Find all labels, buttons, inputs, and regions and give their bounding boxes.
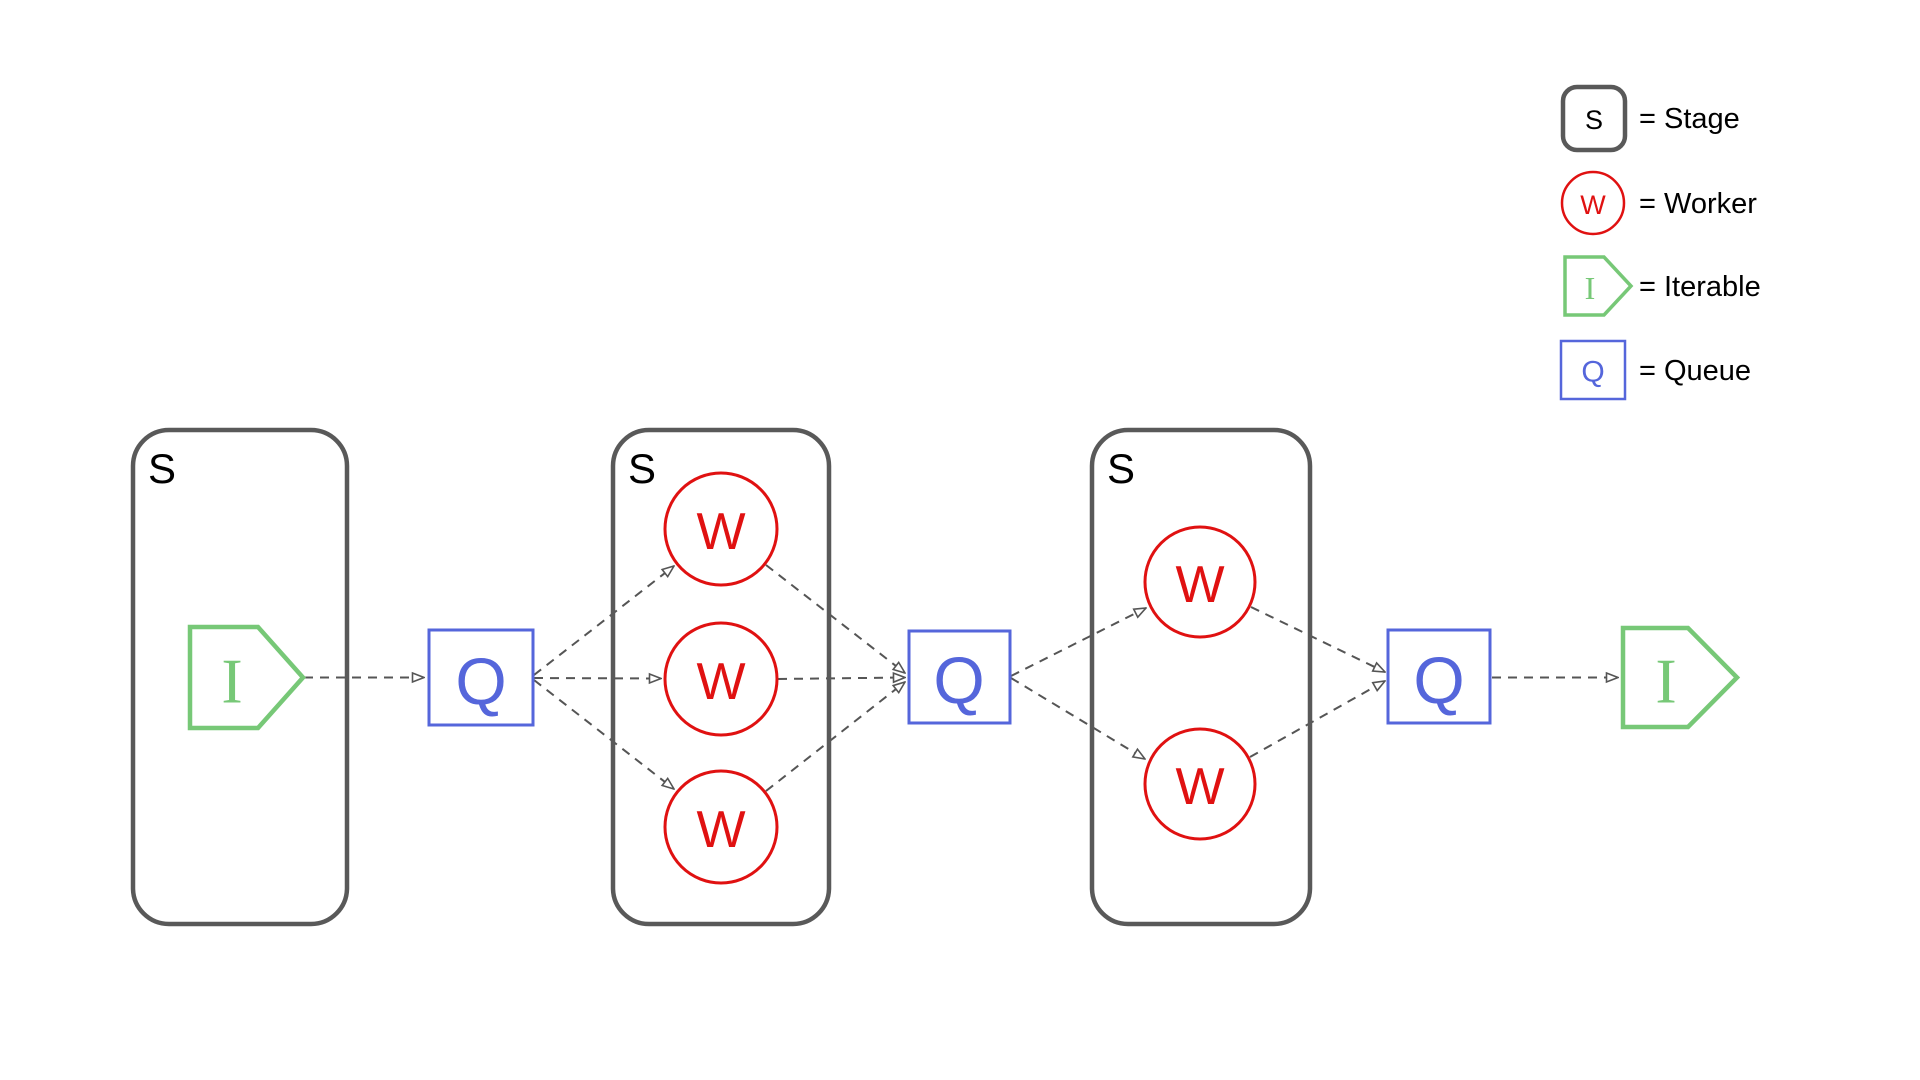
- worker-5-label: W: [1175, 758, 1224, 816]
- legend-iterable-symbol: I: [1585, 270, 1596, 306]
- queue-3-box: [1386, 628, 1492, 725]
- stage-3-box: [1089, 427, 1313, 927]
- worker-3-circle: [663, 769, 779, 885]
- edge-worker-1-queue-2: [765, 564, 905, 673]
- queue-2: Q: [907, 629, 1012, 725]
- stage-2-box: [610, 427, 832, 927]
- edge-queue-1-worker-3: [533, 679, 674, 789]
- edge-worker-5-queue-3: [1249, 681, 1385, 758]
- stage-1-label: S: [148, 445, 176, 492]
- edge-worker-4-queue-3: [1250, 606, 1385, 672]
- legend-item-queue: Q = Queue: [1559, 339, 1751, 401]
- stage-3-label: S: [1107, 445, 1135, 492]
- worker-icon: [1560, 170, 1626, 236]
- iterable-output: I: [1620, 625, 1741, 730]
- queue-1-label: Q: [455, 644, 506, 718]
- legend-worker-label: = Worker: [1639, 188, 1757, 220]
- legend-stage-symbol: S: [1585, 105, 1603, 135]
- queue-icon: [1559, 339, 1627, 401]
- worker-1-label: W: [696, 503, 745, 561]
- legend-item-iterable: I = Iterable: [1563, 255, 1761, 317]
- legend-iterable-label: = Iterable: [1639, 271, 1761, 303]
- worker-5-circle: [1143, 727, 1257, 841]
- legend-worker-symbol: W: [1580, 190, 1606, 220]
- legend: S = Stage W = Worker I = Iterable Q = Qu…: [1559, 84, 1761, 401]
- edge-queue-1-worker-1: [533, 566, 674, 676]
- queue-3-label: Q: [1413, 643, 1464, 717]
- stage-icon: [1560, 84, 1628, 153]
- iterable-output-shape: [1620, 625, 1741, 730]
- stage-3: S W W: [1089, 427, 1313, 927]
- legend-queue-symbol: Q: [1581, 356, 1604, 389]
- queue-2-label: Q: [933, 643, 984, 717]
- edge-queue-2-worker-4: [1010, 608, 1146, 677]
- worker-4-circle: [1143, 525, 1257, 639]
- edge-worker-2-queue-2: [777, 678, 905, 680]
- worker-2-label: W: [696, 653, 745, 711]
- queue-3: Q: [1386, 628, 1492, 725]
- worker-4-label: W: [1175, 556, 1224, 614]
- iterable-icon: [1563, 255, 1634, 317]
- queue-1-box: [427, 628, 535, 727]
- edges: [304, 564, 1618, 792]
- iterable-output-label: I: [1655, 646, 1676, 717]
- legend-queue-label: = Queue: [1639, 355, 1751, 387]
- worker-1-circle: [663, 471, 779, 587]
- legend-stage-label: = Stage: [1639, 103, 1740, 135]
- worker-2-circle: [663, 621, 779, 737]
- edge-worker-3-queue-2: [765, 682, 905, 792]
- stage-1: S I: [130, 427, 350, 927]
- edge-queue-2-worker-5: [1010, 677, 1145, 759]
- edge-queue-1-worker-2: [533, 678, 661, 679]
- stage-2-label: S: [628, 445, 656, 492]
- worker-3-label: W: [696, 801, 745, 859]
- legend-item-stage: S = Stage: [1560, 84, 1740, 153]
- legend-item-worker: W = Worker: [1560, 170, 1757, 236]
- iterable-input-label: I: [221, 646, 242, 717]
- queue-2-box: [907, 629, 1012, 725]
- stage-1-box: [130, 427, 350, 927]
- iterable-input-shape: [187, 624, 307, 731]
- queue-1: Q: [427, 628, 535, 727]
- stage-2: S W W W: [610, 427, 832, 927]
